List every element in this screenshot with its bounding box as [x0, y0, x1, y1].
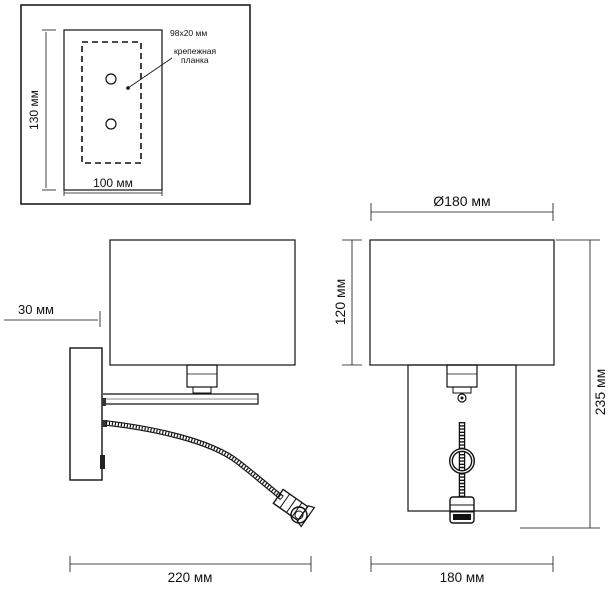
diameter-label: Ø180 мм [433, 193, 490, 209]
front-switch-icon [457, 393, 467, 403]
shade-height-label: 120 мм [332, 279, 348, 326]
mounting-plate-outline [81, 41, 142, 164]
front-socket-base [452, 386, 472, 394]
inset-frame [20, 4, 251, 205]
side-gooseneck-ribs [105, 421, 284, 500]
side-spot-lens [290, 506, 308, 524]
inset-width-label: 100 мм [93, 176, 133, 190]
front-gooseneck-loop-highlight [450, 449, 474, 473]
front-switch-dot [460, 396, 464, 400]
front-width-label: 180 мм [440, 570, 485, 585]
front-lamp-socket [446, 364, 478, 388]
side-view: 30 мм 220 мм [4, 239, 316, 585]
side-arm-screw [102, 398, 106, 406]
front-lampshade [369, 239, 555, 366]
mounting-inset: 130 мм 100 мм 98x20 мм крепежная планка [20, 4, 251, 205]
side-gooseneck-outline [105, 420, 284, 501]
front-spot-lens [453, 514, 471, 520]
side-switch-icon [100, 455, 105, 469]
inset-height-label: 130 мм [27, 90, 41, 130]
plate-leader-dot [126, 86, 130, 90]
mounting-hole-top [105, 73, 117, 85]
mounting-hole-bottom [105, 118, 117, 130]
side-lampshade [109, 239, 296, 366]
side-wall-backplate [69, 347, 103, 481]
depth-label: 220 мм [168, 570, 213, 585]
offset-label: 30 мм [18, 302, 54, 317]
front-view: Ø180 мм 120 мм 235 мм [332, 193, 608, 585]
plate-note-line1: крепежная [174, 46, 217, 56]
side-socket-base [192, 386, 212, 394]
plate-size-label: 98x20 мм [170, 28, 207, 38]
side-gooseneck-fill [105, 421, 284, 500]
side-lamp-socket [186, 364, 218, 388]
plate-note-line2: планка [181, 55, 209, 65]
side-spot-lens-inner [294, 510, 304, 520]
plate-leader-line [127, 57, 173, 89]
total-height-label: 235 мм [592, 369, 608, 416]
side-neck-mount [102, 420, 107, 427]
front-spot-head [449, 496, 475, 524]
inset-backplate [63, 29, 163, 191]
